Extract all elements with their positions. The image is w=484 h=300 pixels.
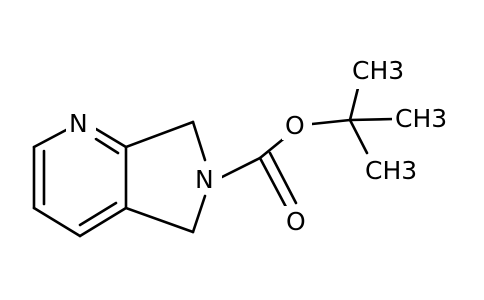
bond-tbutyl-c-methyl-top: [348, 82, 361, 122]
methyl-top-label: CH3: [352, 56, 404, 85]
carbonyl-oxygen-label: O: [286, 207, 306, 236]
bond-c4-c5: [32, 206, 82, 238]
bond-tbutyl-c-methyl-right: [348, 117, 396, 122]
label-bg-methyl-right: [392, 103, 470, 137]
pyridine-nitrogen-label: N: [69, 109, 88, 138]
bond-ester-o-tbutyl-c: [310, 118, 352, 126]
label-bg-methyl-top: [349, 55, 427, 89]
label-bg-carbonyl-o: [283, 206, 313, 236]
label-bg-pyrrolidine-n: [192, 164, 222, 194]
label-bg-ester-o: [282, 110, 312, 140]
bond-c3a-c4: [78, 206, 128, 238]
pyrrolidine-nitrogen-label: N: [195, 165, 214, 194]
label-bg-methyl-bottom: [362, 155, 440, 189]
bond-c-pyridine-n: [32, 127, 70, 149]
ester-oxygen-label: O: [285, 111, 305, 140]
double-bond-carbonyl-o: [268, 151, 298, 205]
bond-pyridine-n-c7a: [94, 127, 128, 149]
bond-tbutyl-c-methyl-bottom: [348, 118, 369, 155]
methyl-right-label: CH3: [395, 104, 447, 133]
bond-n-carbonyl-c: [218, 156, 262, 180]
bond-carbonyl-c-carbonyl-o: [258, 156, 288, 209]
label-bg-pyridine-n: [66, 108, 96, 138]
bond-c7a-ch2: [124, 120, 195, 149]
bond-ch2-n: [191, 120, 207, 162]
double-bond-c3a-c4: [78, 201, 118, 227]
methyl-bottom-label: CH3: [365, 156, 417, 185]
bond-n-ch2-lower: [191, 194, 207, 234]
bond-lower-ch2-c3a: [124, 206, 195, 234]
double-bond-c7a-n: [94, 137, 120, 155]
